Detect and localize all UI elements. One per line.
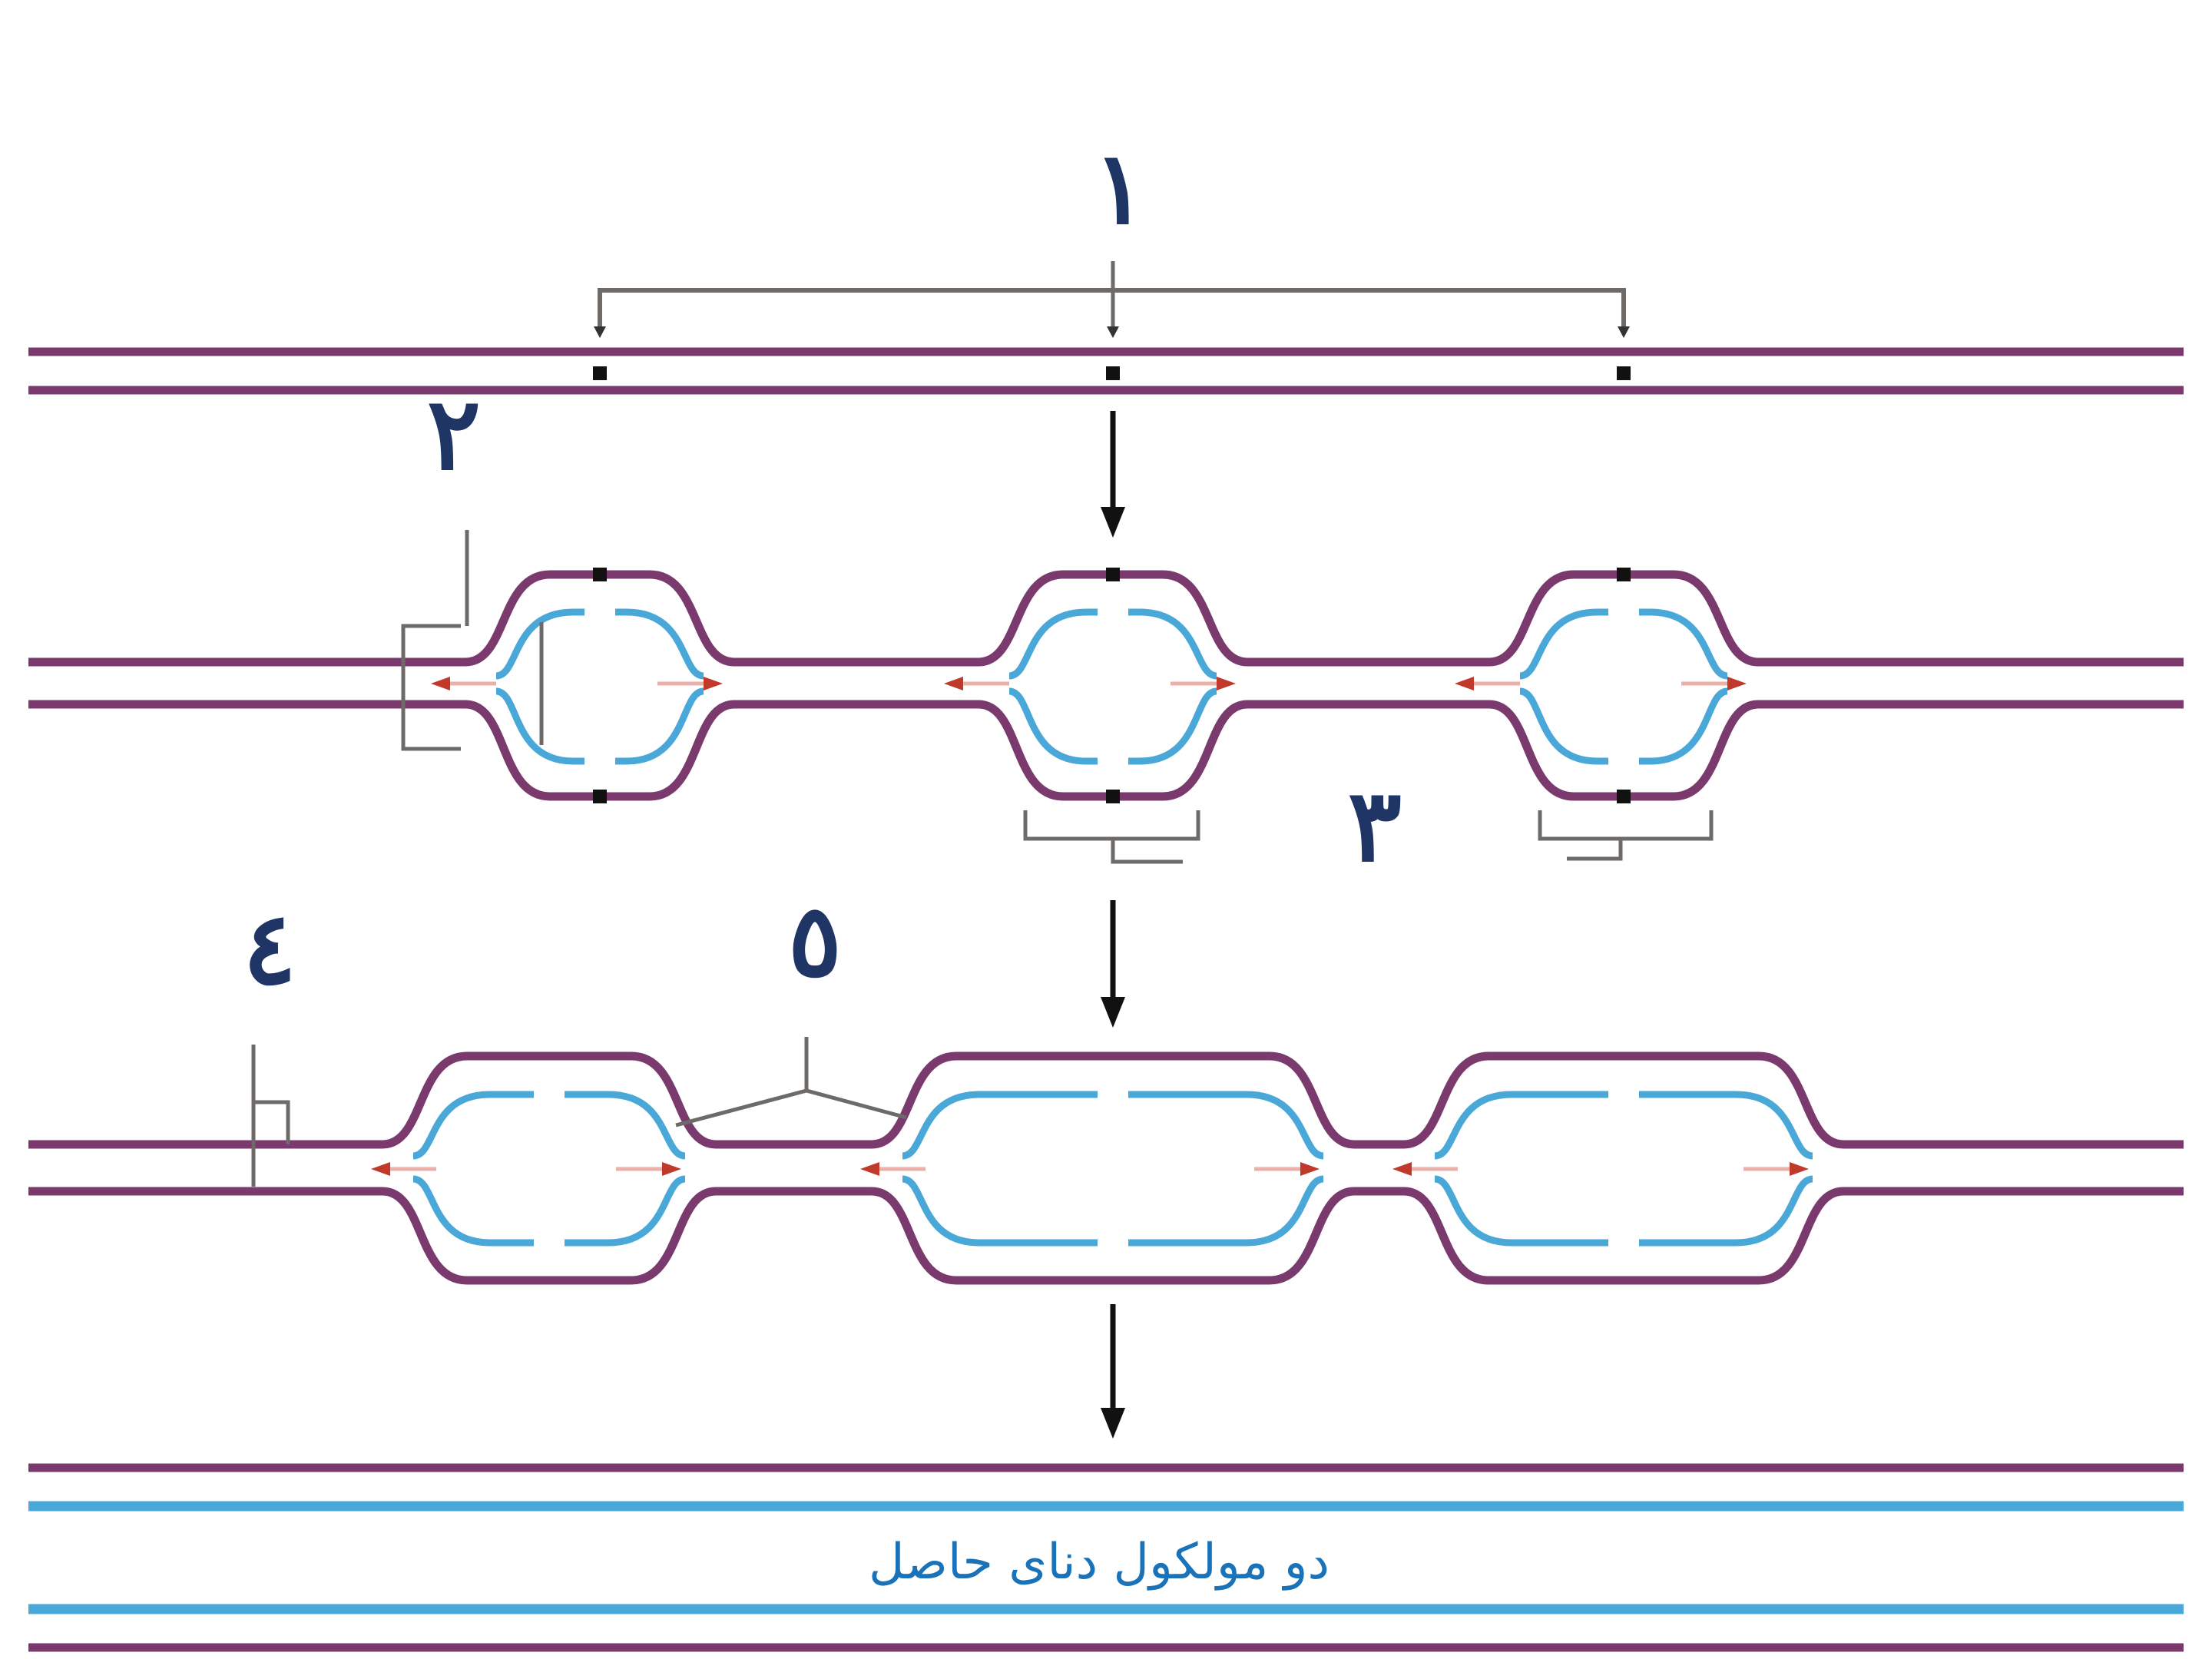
label-step-3: ٣ [1348,767,1402,884]
fork-arrow-right-2 [1300,1162,1320,1176]
fork-arrow-left-1 [371,1162,390,1176]
new-strand-bottom-bubble-1-a [495,687,584,765]
origin-dot-bottom-3 [1617,790,1631,803]
bubble-bracket-2 [1538,810,1714,841]
fork-arrow-left-3 [1392,1162,1412,1176]
origin-dot-top-3 [1617,568,1631,581]
fork-arrow-right-1 [662,1162,681,1176]
label-step-1: ١ [1093,129,1147,247]
fork-arrow-left-1 [431,677,450,690]
new-strand-top-bubble-2-a [902,1091,1098,1160]
fork-bracket [401,624,461,751]
fork-arrow-right-3 [1790,1162,1809,1176]
new-strand-top-bubble-3-a [1434,1091,1608,1160]
replication-origin-3 [1617,366,1631,380]
step-arrow-3-head [1101,1408,1125,1439]
new-strand-top-bubble-3-b [1639,608,1728,680]
parent-strand-top-3 [28,1051,2184,1149]
fork-arrow-left-3 [1455,677,1474,690]
parent-strand-bottom-3 [28,1187,2184,1285]
new-strand-bottom-bubble-2-a [902,1175,1098,1247]
new-strand-bottom-bubble-2-a [1008,687,1098,765]
new-strand-top-bubble-2-b [1128,1091,1324,1160]
new-strand-top-bubble-2-a [1008,608,1098,680]
label-step-2: ٢ [427,375,481,492]
origin-pointer-3 [1618,326,1630,338]
fork-arrow-left-2 [944,677,963,690]
new-strand-bottom-bubble-1-b [565,1175,686,1247]
fork-arrow-left-2 [860,1162,879,1176]
new-strand-bottom-bubble-1-b [615,687,704,765]
result-caption: دو مولکول دنای حاصل [869,1534,1330,1591]
new-strand-top-bubble-1-a [412,1091,534,1160]
fork-arrow-right-3 [1727,677,1747,690]
new-strand-bottom-bubble-1-a [412,1175,534,1247]
replication-origin-1 [593,366,607,380]
new-strand-bottom-bubble-3-a [1519,687,1608,765]
merge-pointer-5 [675,1088,907,1128]
bubble-bracket-1-stem [1111,839,1183,864]
origin-dot-top-2 [1106,568,1120,581]
new-strand-bottom-bubble-2-b [1128,1175,1324,1247]
step-arrow-1-head [1101,507,1125,538]
new-strand-bottom-bubble-2-b [1128,687,1217,765]
parent-strand-top-2 [28,570,2184,667]
bubble-bracket-2-stem [1567,839,1623,861]
new-strand-top-bubble-3-a [1519,608,1608,680]
new-strand-bottom-bubble-3-b [1639,687,1728,765]
bubble-bracket-1 [1023,810,1200,841]
new-strand-top-bubble-2-b [1128,608,1217,680]
new-strand-top-bubble-1-b [565,1091,686,1160]
fork-arrow-right-1 [704,677,723,690]
origin-dot-bottom-2 [1106,790,1120,803]
parent-strand-bottom-2 [28,700,2184,801]
label-step-4: ٤ [243,889,296,1007]
origin-pointer-2 [1107,326,1119,338]
label-step-5: ٥ [788,882,842,999]
new-strand-bottom-bubble-3-b [1639,1175,1813,1247]
origin-dot-bottom-1 [593,790,607,803]
replication-origin-2 [1106,366,1120,380]
fork-pointer-4-corner [253,1100,290,1144]
fork-arrow-right-2 [1217,677,1236,690]
new-strand-top-bubble-1-a [495,608,584,680]
new-strand-bottom-bubble-3-a [1434,1175,1608,1247]
origin-pointer-1 [594,326,606,338]
new-strand-top-bubble-3-b [1639,1091,1813,1160]
new-strand-top-bubble-1-b [615,608,704,680]
origin-dot-top-1 [593,568,607,581]
step-arrow-2-head [1101,997,1125,1028]
